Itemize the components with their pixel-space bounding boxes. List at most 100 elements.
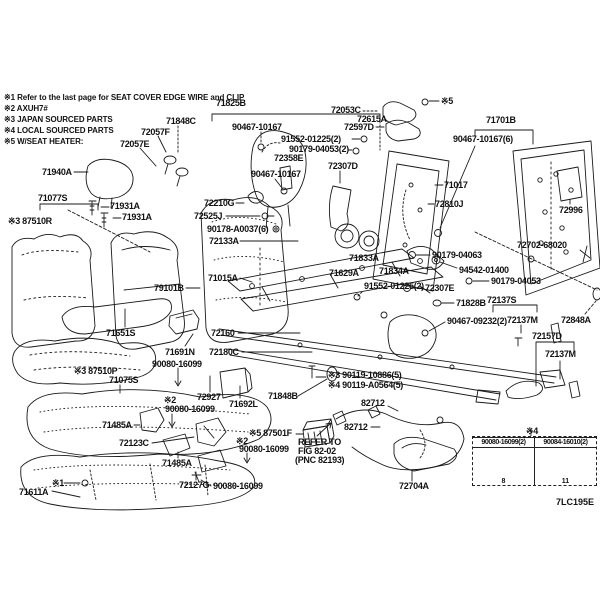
part-label: ※4 90119-A0564(5) [328,380,403,390]
part-label: 90467-09232(2) [447,316,507,326]
part-label: 90467-10167 [232,122,282,132]
part-label: 71015A [208,273,238,283]
leg-bracket-drawings [133,367,251,487]
part-label: ※4 [526,426,538,436]
part-label: 72615A [357,114,387,124]
screw-length: 8 [501,478,506,485]
part-label: 72137S [487,295,517,305]
part-label: 71833A [349,253,379,263]
part-label: 72996 [559,205,583,215]
track-cover-drawings [421,287,600,400]
part-label: 90467-10167(6) [453,134,513,144]
part-label: 72927 [197,392,221,402]
bracket-72704a-drawing [393,436,458,482]
part-72996-drawing [556,166,583,205]
part-label: 91552-01225(2) [364,281,424,291]
part-label: ※3 87510R [8,216,52,226]
part-label: 72160 [211,328,235,338]
wire-harness-drawing [332,405,465,471]
part-label: 72133A [209,236,239,246]
part-label: 72137M [545,349,576,359]
part-label: 71691N [165,347,195,357]
part-label: 90080-16099 [152,359,202,369]
part-label: 90178-A0037(6) [207,224,269,234]
part-label: 82712 [344,422,368,432]
part-label: 72307E [425,283,455,293]
part-label: 90080-16099 [213,481,263,491]
part-label: 71825B [216,98,246,108]
part-label: 90179-04053(2) [289,144,349,154]
part-label: 72053C [331,105,361,115]
headrest-support-drawings [139,125,265,187]
part-label: 72123C [119,438,149,448]
part-label: ※3 87510P [74,366,118,376]
part-label: (PNC 82193) [295,455,345,465]
part-label: 72127G [179,480,210,490]
part-label: 72137M [507,315,538,325]
seat-track-drawing [209,328,566,405]
part-label: 72597D [344,122,374,132]
part-label: REFER TO [298,437,341,447]
cushion-pad-drawing [12,337,157,385]
part-label: 72057F [141,127,170,137]
note-line: ※1 Refer to the last page for SEAT COVER… [4,93,245,102]
part-label: 72157D [532,331,562,341]
part-label: 71651S [106,328,136,338]
cushion-cover-drawing [26,384,272,458]
part-label: 82712 [361,398,385,408]
part-label: ※1 [52,478,64,488]
note-line: ※5 W/SEAT HEATER: [4,137,84,146]
leader-71077s [67,209,151,253]
hardware-col: 90084-16010(2) 11 [535,437,596,485]
note-line: ※3 JAPAN SOURCED PARTS [4,115,113,124]
seat-back-cover-main-drawing [185,197,289,343]
hardware-part-number: 90084-16010(2) [535,437,596,448]
part-label: ※5 87501F [249,428,292,438]
heater-unit-drawing [295,418,335,448]
part-label: 71075S [109,375,139,385]
part-label: 71017 [444,180,468,190]
part-label: 71828B [456,298,486,308]
part-label: ※2 [164,395,176,405]
part-label: 72848A [561,315,591,325]
pad-block-71691n-drawing [168,309,200,347]
part-label: 71485A [102,420,132,430]
part-label: ※5 [441,96,453,106]
part-label: ※2 [236,436,248,446]
part-label: 90080-16099 [239,444,289,454]
screw-drawings-71931a [88,200,122,228]
part-label: 71692L [229,399,258,409]
hardware-part-number: 90080-16099(2) [473,437,534,448]
part-label: 71485A [162,458,192,468]
part-label: 72810J [435,199,464,209]
part-label: 71848B [268,391,298,401]
screw-cell: 8 [473,448,534,485]
part-label: 72704A [399,481,429,491]
part-label: 72180C [209,347,239,357]
part-label: ※3 90119-10886(5) [328,370,402,380]
seat-back-cover-left-drawing [11,234,96,348]
part-label: 71931A [122,212,152,222]
part-label: 71940A [42,167,72,177]
part-label: 94542-01400 [459,265,509,275]
armrest-drawing [61,298,172,335]
part-label: 71077S [38,193,68,203]
seat-back-pad-drawing [110,231,185,350]
headrest-main-drawing [211,113,381,229]
recliner-hardware-drawings [235,135,445,270]
part-label: 71629A [329,268,359,278]
screw-cell: 11 [535,448,596,485]
part-label: 72525J [194,211,223,221]
part-label: 71848C [166,116,196,126]
part-label: 90179-04053 [491,276,541,286]
part-label: 71834A [379,266,409,276]
part-label: FIG 82-02 [298,446,336,456]
hardware-col: 90080-16099(2) 8 [473,437,535,485]
fastener-drawings [219,231,598,399]
part-label: 90179-04063 [432,250,482,260]
part-label: 90467-10167 [251,169,301,179]
part-label: 72358E [274,153,304,163]
part-label: 72307D [328,161,358,171]
